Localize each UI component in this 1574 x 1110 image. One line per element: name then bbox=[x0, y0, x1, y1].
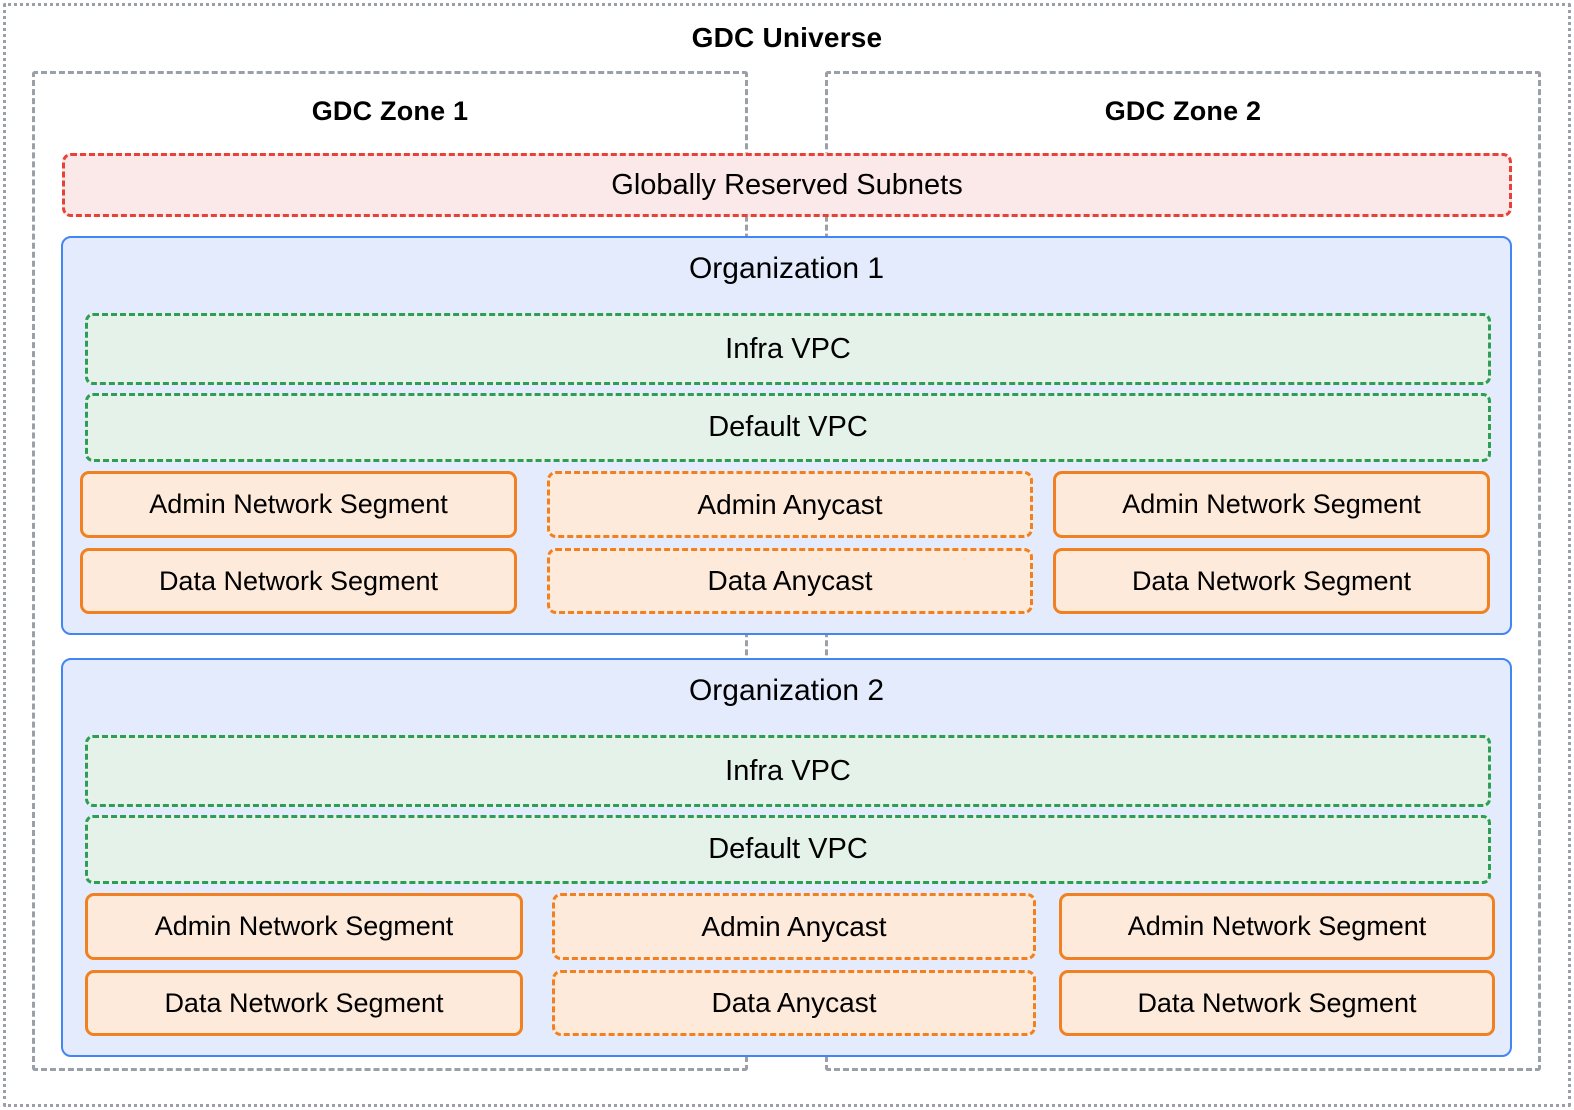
organization-1-box[interactable]: Organization 1 Infra VPC Default VPC Adm… bbox=[61, 236, 1512, 635]
org1-zone2-admin-network-segment-label: Admin Network Segment bbox=[1122, 489, 1421, 520]
org2-zone1-data-network-segment[interactable]: Data Network Segment bbox=[85, 970, 523, 1036]
org1-infra-vpc-box[interactable]: Infra VPC bbox=[85, 313, 1491, 385]
org2-zone2-admin-network-segment-label: Admin Network Segment bbox=[1127, 911, 1427, 942]
org2-zone1-admin-network-segment[interactable]: Admin Network Segment bbox=[85, 893, 523, 960]
gdc-universe-title: GDC Universe bbox=[691, 22, 883, 53]
org2-zone2-data-network-segment-label: Data Network Segment bbox=[1137, 987, 1417, 1018]
gdc-universe-frame bbox=[3, 3, 1571, 1107]
organization-2-title: Organization 2 bbox=[688, 674, 885, 707]
org2-zone1-admin-network-segment-label: Admin Network Segment bbox=[154, 911, 454, 942]
org2-data-anycast[interactable]: Data Anycast bbox=[552, 970, 1036, 1036]
globally-reserved-subnets-box[interactable]: Globally Reserved Subnets bbox=[62, 153, 1512, 217]
org1-data-anycast-label: Data Anycast bbox=[707, 565, 873, 597]
org1-zone1-admin-network-segment-label: Admin Network Segment bbox=[149, 489, 448, 520]
org2-zone1-data-network-segment-label: Data Network Segment bbox=[164, 987, 444, 1018]
org2-zone2-admin-network-segment[interactable]: Admin Network Segment bbox=[1059, 893, 1495, 960]
org1-zone1-data-network-segment-label: Data Network Segment bbox=[158, 565, 439, 596]
org2-admin-anycast[interactable]: Admin Anycast bbox=[552, 893, 1036, 960]
org1-zone1-data-network-segment[interactable]: Data Network Segment bbox=[80, 548, 517, 614]
organization-2-box[interactable]: Organization 2 Infra VPC Default VPC Adm… bbox=[61, 658, 1512, 1057]
globally-reserved-subnets-label: Globally Reserved Subnets bbox=[611, 168, 963, 201]
gdc-zone-1-title: GDC Zone 1 bbox=[311, 96, 469, 126]
org2-zone2-data-network-segment[interactable]: Data Network Segment bbox=[1059, 970, 1495, 1036]
org2-infra-vpc-label: Infra VPC bbox=[725, 754, 851, 787]
org2-admin-anycast-label: Admin Anycast bbox=[701, 910, 887, 942]
org1-zone1-admin-network-segment[interactable]: Admin Network Segment bbox=[80, 471, 517, 538]
org2-default-vpc-box[interactable]: Default VPC bbox=[85, 815, 1491, 884]
org1-default-vpc-label: Default VPC bbox=[708, 411, 868, 444]
org2-default-vpc-label: Default VPC bbox=[708, 833, 868, 866]
org2-data-anycast-label: Data Anycast bbox=[711, 987, 877, 1019]
org1-zone2-admin-network-segment[interactable]: Admin Network Segment bbox=[1053, 471, 1490, 538]
org1-admin-anycast-label: Admin Anycast bbox=[697, 488, 883, 520]
org1-default-vpc-box[interactable]: Default VPC bbox=[85, 393, 1491, 462]
org1-zone2-data-network-segment[interactable]: Data Network Segment bbox=[1053, 548, 1490, 614]
gdc-zone-2-title: GDC Zone 2 bbox=[1104, 96, 1262, 126]
org1-admin-anycast[interactable]: Admin Anycast bbox=[547, 471, 1033, 538]
org2-infra-vpc-box[interactable]: Infra VPC bbox=[85, 735, 1491, 807]
organization-1-title: Organization 1 bbox=[688, 252, 885, 285]
org1-data-anycast[interactable]: Data Anycast bbox=[547, 548, 1033, 614]
org1-zone2-data-network-segment-label: Data Network Segment bbox=[1131, 565, 1412, 596]
org1-infra-vpc-label: Infra VPC bbox=[725, 332, 851, 365]
